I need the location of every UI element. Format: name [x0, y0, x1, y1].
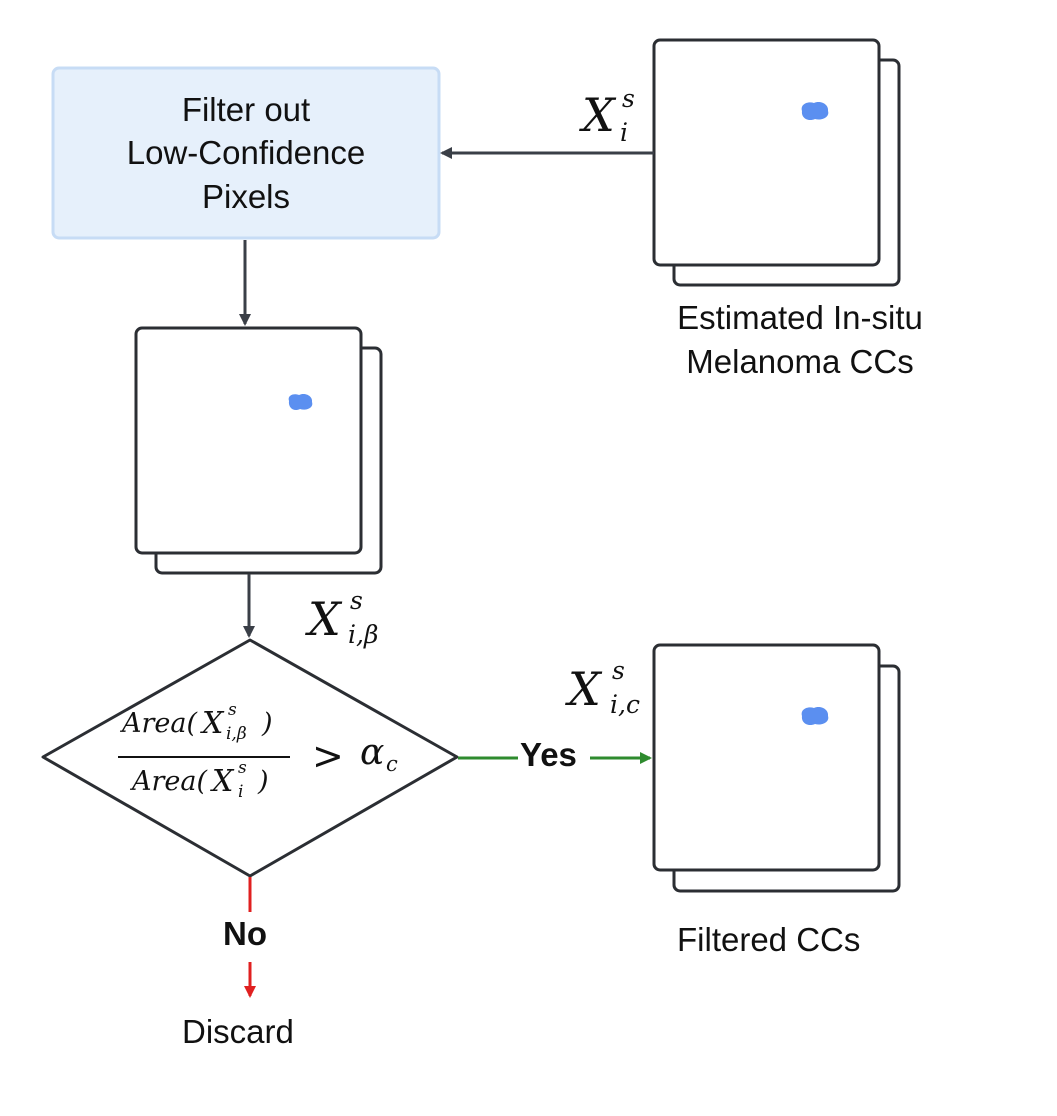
lesion-blob [801, 706, 829, 726]
output-math-sub: i,c [610, 690, 640, 719]
lesion-blob [288, 393, 313, 411]
numerator-sup: s [228, 700, 237, 720]
input-image-stack [652, 38, 901, 287]
threshold-alpha: α [360, 732, 385, 773]
filter-box-label: Filter out Low-Confidence Pixels [54, 68, 438, 238]
input-math-sup: s [622, 84, 635, 113]
filter-box-line-2: Low-Confidence [126, 134, 366, 172]
denominator-close: ) [258, 766, 269, 797]
output-math-sup: s [612, 656, 625, 685]
yes-label: Yes [520, 736, 577, 773]
beta-image-stack [134, 326, 383, 575]
lesion-blob [801, 101, 829, 121]
filter-box-line-1: Filter out [181, 90, 311, 128]
input-caption-line-2: Melanoma CCs [686, 342, 914, 380]
decision-operator: > [312, 734, 344, 778]
denominator-main: X [212, 764, 234, 799]
input-math-label: X s i [582, 84, 652, 158]
numerator-close: ) [262, 708, 273, 739]
beta-math-sup: s [350, 586, 363, 615]
denominator-sup: s [238, 758, 247, 778]
beta-math-main: X [308, 592, 341, 646]
numerator-func: Area( [122, 708, 198, 739]
beta-math-label: X s i,β [308, 586, 418, 662]
input-math-main: X [582, 88, 615, 142]
output-math-label: X s i,c [568, 656, 678, 732]
numerator-main: X [202, 706, 224, 741]
output-caption: Filtered CCs [677, 921, 861, 958]
decision-threshold: α c [360, 732, 420, 782]
discard-label: Discard [182, 1013, 294, 1050]
denominator-sub: i [238, 782, 244, 802]
numerator-sub: i,β [226, 724, 247, 744]
no-label: No [223, 915, 267, 952]
output-image-stack [652, 643, 901, 893]
input-caption-line-1: Estimated In-situ [677, 299, 923, 336]
decision-numerator: Area( X s i,β ) [122, 700, 297, 752]
input-math-sub: i [620, 118, 628, 147]
filter-box [51, 66, 441, 240]
denominator-func: Area( [132, 766, 208, 797]
decision-denominator: Area( X s i ) [132, 758, 292, 810]
input-caption: Estimated In-situ Melanoma CCs [620, 296, 980, 383]
beta-math-sub: i,β [348, 620, 379, 649]
filter-box-line-3: Pixels [201, 177, 291, 215]
threshold-sub: c [386, 752, 398, 776]
output-math-main: X [568, 662, 601, 716]
